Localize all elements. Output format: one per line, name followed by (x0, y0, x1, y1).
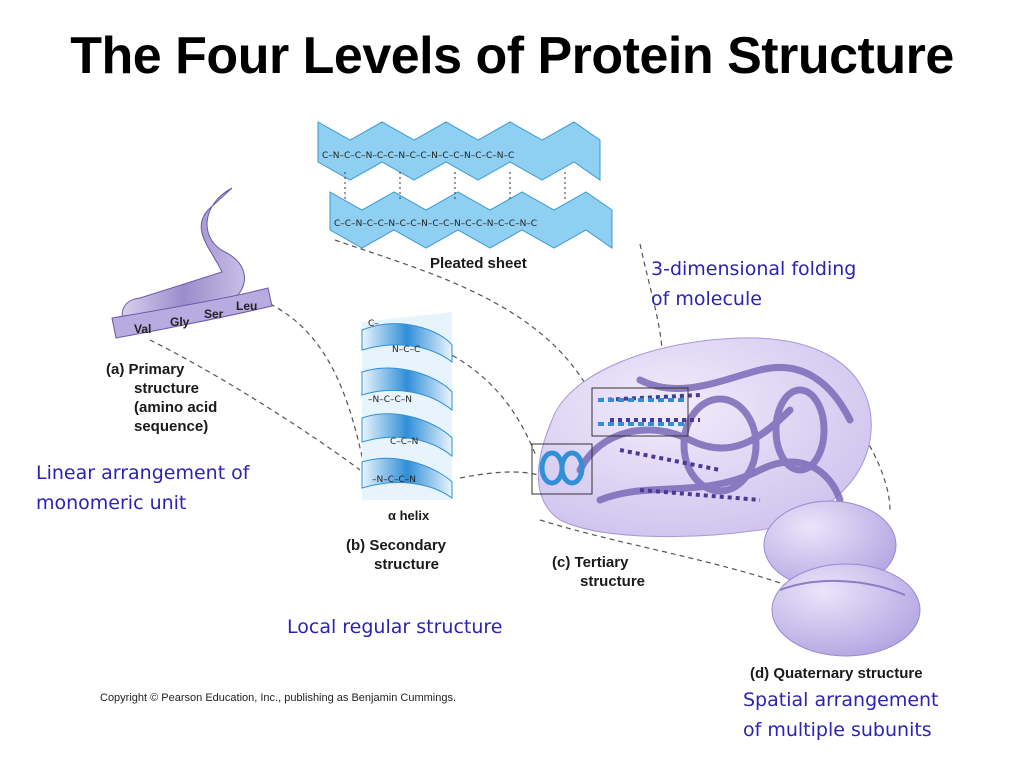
secondary-label-line-1: Secondary (369, 537, 447, 554)
note-local-regular: Local regular structure (287, 616, 503, 638)
residue-ser: Ser (204, 307, 224, 321)
secondary-structure-label: (b) Secondary structure (346, 536, 446, 574)
alpha-helix-label: α helix (388, 508, 430, 523)
tertiary-structure-graphic (531, 337, 872, 538)
note-linear-line-2: monomeric unit (36, 492, 187, 514)
primary-label-line-1: Primary (128, 361, 185, 378)
secondary-label-letter: (b) (346, 537, 366, 554)
tertiary-label-line-1: Tertiary (574, 554, 629, 571)
note-linear-line-1: Linear arrangement of (36, 462, 250, 484)
svg-text:C–C–N–C–C–N–C–C–N–C–C–N–C–C–N–: C–C–N–C–C–N–C–C–N–C–C–N–C–C–N–C–C–N–C (334, 219, 537, 229)
page-title: The Four Levels of Protein Structure (70, 27, 954, 85)
svg-text:–N–C–C–N: –N–C–C–N (372, 475, 416, 485)
svg-text:–N–C–C–N: –N–C–C–N (368, 395, 412, 405)
note-3d-folding: 3-dimensional folding of molecule (651, 254, 856, 314)
primary-structure-ribbon (111, 187, 273, 339)
tertiary-label-letter: (c) (552, 554, 571, 571)
note-folding-line-2: of molecule (651, 288, 762, 310)
primary-label-line-2: structure (134, 380, 200, 397)
alpha-helix-graphic: C– N–C–C –N–C–C–N C–C–N –N–C–C–N (361, 312, 453, 500)
note-spatial-arrangement: Spatial arrangement of multiple subunits (743, 685, 939, 745)
svg-text:C–: C– (368, 319, 379, 329)
copyright-notice: Copyright © Pearson Education, Inc., pub… (100, 692, 457, 704)
residue-leu: Leu (236, 299, 257, 313)
svg-text:N–C–C: N–C–C (392, 345, 420, 355)
note-linear-arrangement: Linear arrangement of monomeric unit (36, 458, 250, 518)
secondary-label-line-2: structure (374, 556, 440, 573)
residue-gly: Gly (170, 315, 190, 329)
note-spatial-line-2: of multiple subunits (743, 719, 932, 741)
svg-text:C–N–C–C–N–C–C–N–C–C–N–C–C–N–C–: C–N–C–C–N–C–C–N–C–C–N–C–C–N–C–C–N–C (322, 151, 514, 161)
svg-text:C–C–N: C–C–N (390, 437, 418, 447)
tertiary-label-line-2: structure (580, 573, 646, 590)
residue-val: Val (134, 322, 151, 336)
primary-label-line-4: sequence) (134, 418, 209, 435)
note-spatial-line-1: Spatial arrangement (743, 689, 939, 711)
pleated-sheet-label: Pleated sheet (430, 255, 527, 272)
primary-structure-label: (a) Primary structure (amino acid sequen… (106, 360, 217, 436)
pleated-sheet-graphic: C–N–C–C–N–C–C–N–C–C–N–C–C–N–C–C–N–C C–C–… (317, 121, 613, 249)
primary-label-line-3: (amino acid (134, 399, 218, 416)
note-folding-line-1: 3-dimensional folding (651, 258, 857, 280)
quaternary-structure-label: (d) Quaternary structure (750, 665, 923, 682)
primary-label-letter: (a) (106, 361, 125, 378)
quaternary-structure-graphic (763, 500, 921, 657)
tertiary-structure-label: (c) Tertiary structure (552, 553, 645, 591)
